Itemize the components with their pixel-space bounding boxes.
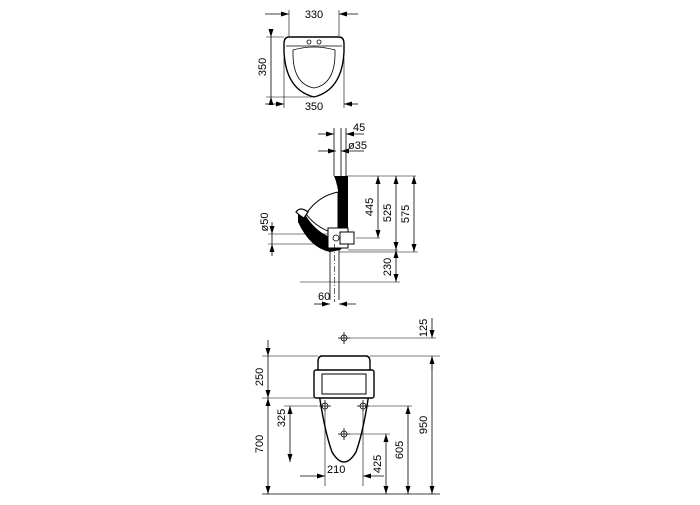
dim-425-label: 425 (372, 455, 384, 473)
dim-350-horizontal-label: 350 (305, 101, 323, 113)
dim-250-label: 250 (254, 368, 266, 386)
dim-445-label: 445 (364, 198, 376, 216)
dim-605-label: 605 (394, 441, 406, 459)
dim-diam50-label: ø50 (259, 213, 271, 232)
dim-230-label: 230 (382, 258, 394, 276)
dim-60-label: 60 (318, 291, 330, 303)
dim-diam35-label: ø35 (348, 140, 367, 152)
dim-575-label: 575 (400, 205, 412, 223)
dim-950-label: 950 (418, 416, 430, 434)
dim-330-label: 330 (305, 9, 323, 21)
dim-350-vertical-label: 350 (257, 58, 269, 76)
dim-325-label: 325 (276, 409, 288, 427)
dim-700-label: 700 (254, 435, 266, 453)
side-view: 45 ø35 ø50 44 (259, 122, 418, 307)
dim-45-label: 45 (353, 122, 365, 134)
dim-210-label: 210 (327, 464, 345, 476)
front-view: 125 250 325 7 (254, 318, 440, 495)
top-view: 330 350 350 (257, 9, 358, 113)
dim-125-label: 125 (418, 319, 430, 337)
dim-525-label: 525 (382, 204, 394, 222)
